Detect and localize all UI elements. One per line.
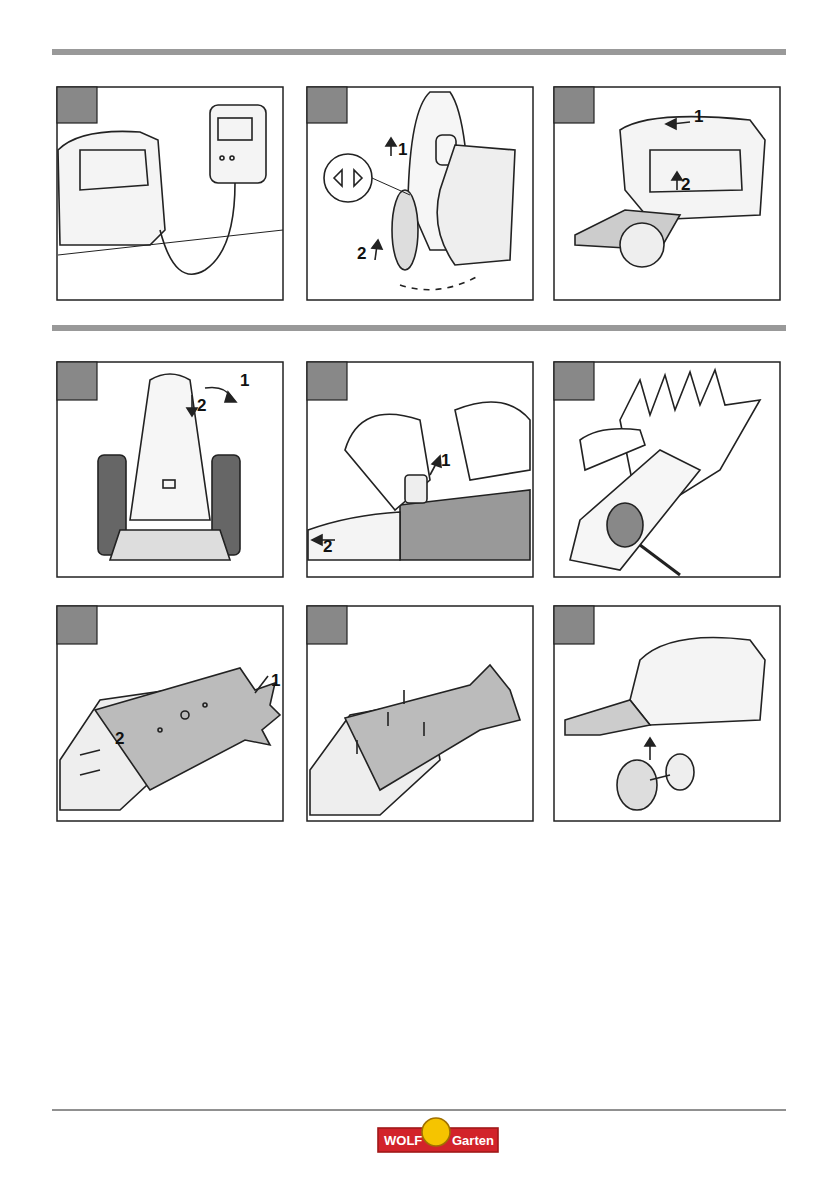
callout-number: 2	[681, 176, 690, 193]
callout-number: 1	[240, 372, 249, 389]
callout-number: 2	[115, 730, 124, 747]
brand-logo-text: Garten	[452, 1134, 494, 1147]
callout-number: 2	[323, 538, 332, 555]
callout-number: 1	[398, 141, 407, 158]
brand-logo-text: WOLF	[384, 1134, 422, 1147]
callout-number: 2	[357, 245, 366, 262]
callout-number: 1	[441, 452, 450, 469]
callout-number: 1	[271, 672, 280, 689]
callout-number: 2	[197, 397, 206, 414]
callout-number: 1	[694, 108, 703, 125]
